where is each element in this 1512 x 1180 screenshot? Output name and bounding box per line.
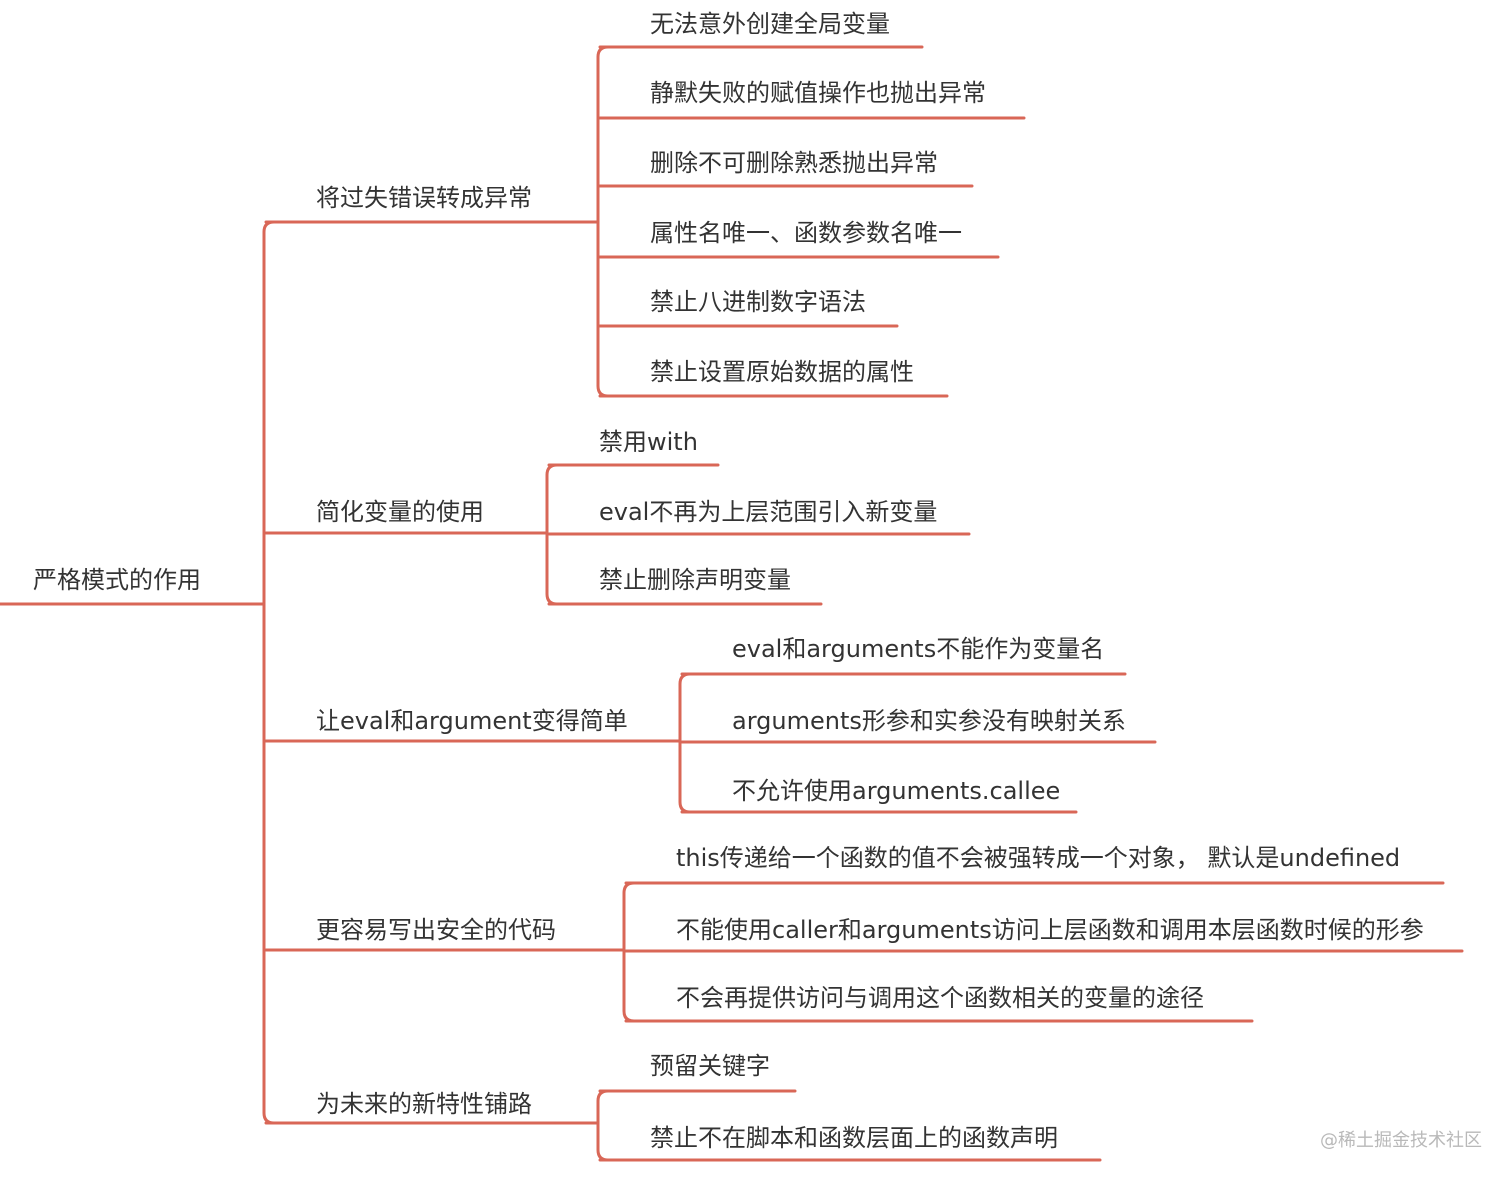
branch-1: 将过失错误转成异常 无法意外创建全局变量静默失败的赋值操作也抛出异常删除不可删除熟… [264,10,1026,398]
branch-label: 更容易写出安全的代码 [316,916,556,944]
branch-3: 让eval和argument变得简单 eval和arguments不能作为变量名 a… [264,635,1157,814]
branch-label: 为未来的新特性铺路 [316,1090,532,1118]
leaf-label: 不允许使用arguments.callee [732,777,1060,805]
leaf-label: 无法意外创建全局变量 [650,10,890,38]
leaf-label: 禁用with [599,428,698,456]
branch-label: 让eval和argument变得简单 [316,707,628,735]
leaf-label: 禁止删除声明变量 [599,566,791,594]
leaf-label: 禁止不在脚本和函数层面上的函数声明 [650,1124,1058,1152]
leaf-label: 属性名唯一、函数参数名唯一 [650,219,962,247]
leaf-label: eval不再为上层范围引入新变量 [599,498,937,526]
leaf-label: 不能使用caller和arguments访问上层函数和调用本层函数时候的形参 [676,916,1424,944]
leaf-label: this传递给一个函数的值不会被强转成一个对象， 默认是undefined [676,844,1400,872]
trunk-connector [262,220,276,1125]
watermark: @稀土掘金技术社区 [1320,1130,1482,1151]
leaf-label: 不会再提供访问与调用这个函数相关的变量的途径 [676,984,1204,1012]
leaf-label: 删除不可删除熟悉抛出异常 [650,149,938,177]
leaf-label: arguments形参和实参没有映射关系 [732,707,1126,735]
branch-children-connector [596,45,610,398]
leaf-label: 禁止设置原始数据的属性 [650,358,914,386]
leaf-label: 静默失败的赋值操作也抛出异常 [650,79,986,107]
branch-4: 更容易写出安全的代码 this传递给一个函数的值不会被强转成一个对象， 默认是un… [264,844,1464,1023]
branch-label: 简化变量的使用 [316,498,484,526]
leaf-label: 预留关键字 [650,1052,770,1080]
leaf-label: 禁止八进制数字语法 [650,288,866,316]
branch-children-connector [596,1089,610,1162]
leaf-label: eval和arguments不能作为变量名 [732,635,1104,663]
branch-label: 将过失错误转成异常 [316,184,532,212]
root-node-label: 严格模式的作用 [33,566,201,594]
